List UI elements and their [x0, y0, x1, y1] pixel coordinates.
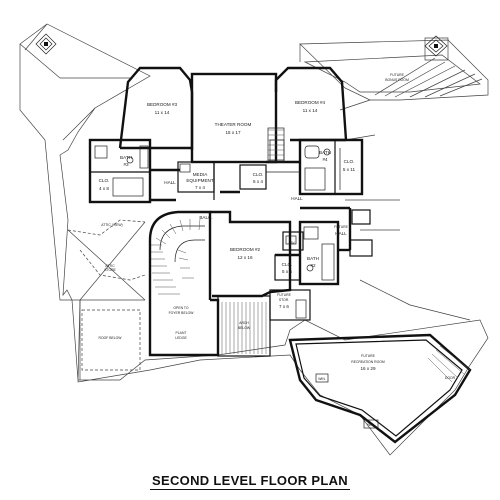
closet-left-label: CLO.: [99, 178, 110, 183]
closet-right-dims: 5 x 11: [343, 167, 356, 172]
closet-b2-label: CLO.: [282, 262, 293, 267]
recreation-wing-walls: [288, 333, 472, 444]
bath-4-label: BATH: [319, 150, 331, 155]
closet-mid-dims: 5 x 4: [253, 179, 263, 184]
bedroom-4-dims: 11 x 14: [303, 108, 318, 113]
roof-below-label: ROOF BELOW: [99, 336, 123, 340]
recreation-label: RECREATION ROOM: [351, 360, 385, 364]
bedroom-4-label: BEDROOM #4: [295, 100, 326, 105]
bonus-room-sub: BONUS ROOM: [385, 78, 409, 82]
stair-open-label: OPEN TO: [173, 306, 188, 310]
chimney-left: [35, 33, 57, 55]
future-hall-label: FUTURE: [334, 225, 348, 229]
bath-2-walls: [298, 220, 340, 286]
front-stair: [217, 295, 271, 357]
bedroom-3-dims: 11 x 14: [155, 110, 170, 115]
bath-2-label: BATH: [307, 256, 319, 261]
bath-4-closet-walls: [298, 138, 364, 196]
future-hall-sub: HALL: [335, 231, 347, 236]
storage-dims: 7 x 6: [279, 304, 289, 309]
storage-sub: STOR.: [279, 298, 289, 302]
arch-below-label: ARCH: [239, 321, 249, 325]
bedroom-2-label: BEDROOM #2: [230, 247, 261, 252]
recreation-window-1: WIN.: [318, 377, 326, 381]
stair-open-sub: FOYER BELOW: [169, 311, 195, 315]
bedroom-2-walls: [210, 210, 304, 298]
media-sub-label: EQUIPMENT: [186, 178, 214, 183]
bath-2-num: #2: [310, 263, 316, 268]
attic-view-label: ATTIC (VIEW): [101, 223, 122, 227]
media-label: MEDIA: [193, 172, 208, 177]
storage-label: FUTURE: [277, 293, 291, 297]
theater-room-label: THEATER ROOM: [215, 122, 252, 127]
plant-ledge-label: PLANT: [176, 331, 187, 335]
bonus-room-label: FUTURE: [390, 73, 404, 77]
recreation-label-top: FUTURE: [361, 354, 375, 358]
plant-ledge-sub: LEDGE: [175, 336, 187, 340]
bedroom-3-label: BEDROOM #3: [147, 102, 178, 107]
bath-3-closet-walls: [88, 138, 152, 204]
plan-caption: SECOND LEVEL FLOOR PLAN: [0, 472, 500, 490]
hall-right-label: HALL: [291, 196, 303, 201]
theater-stair: [269, 139, 285, 163]
recreation-window-2: WIN.: [367, 423, 375, 427]
bedroom-2-dims: 12 x 16: [237, 255, 253, 260]
room-labels: BEDROOM #3 11 x 14 THEATER ROOM 15 x 17 …: [99, 73, 456, 427]
right-hall-walls: [269, 206, 373, 321]
recreation-door: DOOR: [445, 376, 456, 380]
attic-zones: [67, 219, 146, 371]
recreation-dims: 16 x 29: [360, 366, 376, 371]
attic-left-label: ATTIC: [105, 264, 115, 268]
closet-right-label: CLO.: [344, 159, 355, 164]
media-dims: 7 x 4: [195, 185, 205, 190]
bedroom-3-walls: [118, 66, 194, 150]
bath-3-label: BATH: [120, 155, 132, 160]
closet-mid-label: CLO.: [253, 172, 264, 177]
chimney-right: [424, 35, 448, 57]
balcony-label: BALC.: [199, 215, 212, 220]
closet-b2-dims: 5 x 6: [282, 269, 292, 274]
attic-left-sub: STORE: [104, 268, 116, 272]
bath-4-num: #4: [322, 157, 328, 162]
plan-title: SECOND LEVEL FLOOR PLAN: [150, 473, 350, 490]
theater-room-dims: 15 x 17: [225, 130, 241, 135]
hall-left-label: HALL: [164, 180, 176, 185]
roof-outline: [19, 23, 489, 456]
closet-left-dims: 4 x 8: [99, 186, 109, 191]
lav-label: LAV.: [289, 241, 296, 245]
bath-3-num: #3: [123, 162, 129, 167]
arch-below-sub: BELOW: [238, 326, 251, 330]
